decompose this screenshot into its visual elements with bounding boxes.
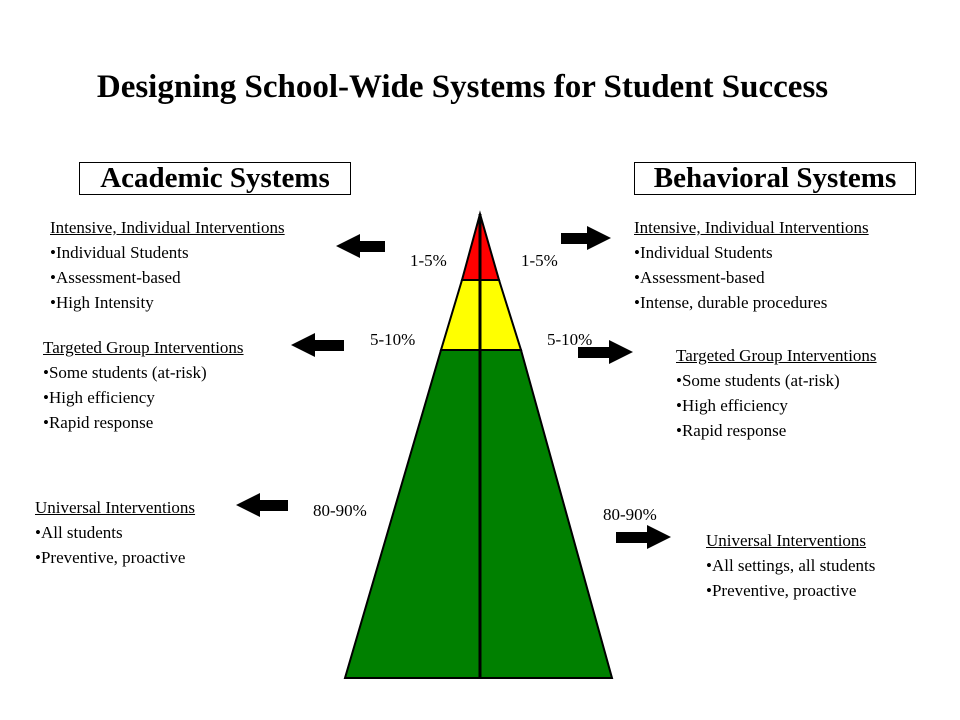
list-item: Intense, durable procedures <box>634 290 869 315</box>
arrow-right-universal-icon <box>616 525 671 549</box>
list-item: Some students (at-risk) <box>43 360 244 385</box>
pct-left-intensive: 1-5% <box>410 251 447 270</box>
pct-right-targeted: 5-10% <box>547 330 593 349</box>
list-item: Some students (at-risk) <box>676 368 877 393</box>
list-item: High efficiency <box>43 385 244 410</box>
academic-universal-heading: Universal Interventions <box>35 498 196 517</box>
arrow-right-targeted-icon <box>578 340 633 364</box>
arrow-left-universal-icon <box>236 493 288 517</box>
pct-left-targeted: 5-10% <box>370 330 416 349</box>
list-item: Preventive, proactive <box>35 545 195 570</box>
list-item: Individual Students <box>50 240 285 265</box>
list-item: Rapid response <box>676 418 877 443</box>
list-item: Assessment-based <box>50 265 285 290</box>
list-item: All students <box>35 520 195 545</box>
pct-left-universal: 80-90% <box>313 501 367 520</box>
behavioral-systems-header: Behavioral Systems <box>634 162 916 195</box>
behavioral-intensive-heading: Intensive, Individual Interventions <box>634 218 869 237</box>
behavioral-targeted-heading: Targeted Group Interventions <box>676 346 877 365</box>
behavioral-targeted-block: Targeted Group Interventions Some studen… <box>676 343 877 443</box>
list-item: High efficiency <box>676 393 877 418</box>
behavioral-intensive-block: Intensive, Individual Interventions Indi… <box>634 215 869 315</box>
academic-targeted-block: Targeted Group Interventions Some studen… <box>43 335 244 435</box>
list-item: Assessment-based <box>634 265 869 290</box>
academic-universal-block: Universal Interventions All students Pre… <box>35 495 195 570</box>
academic-intensive-heading: Intensive, Individual Interventions <box>50 218 285 237</box>
list-item: High Intensity <box>50 290 285 315</box>
list-item: All settings, all students <box>706 553 875 578</box>
behavioral-universal-block: Universal Interventions All settings, al… <box>706 528 875 603</box>
page-title: Designing School-Wide Systems for Studen… <box>96 69 829 105</box>
list-item: Preventive, proactive <box>706 578 875 603</box>
list-item: Rapid response <box>43 410 244 435</box>
academic-intensive-block: Intensive, Individual Interventions Indi… <box>50 215 285 315</box>
list-item: Individual Students <box>634 240 869 265</box>
arrow-left-intensive-icon <box>336 234 385 258</box>
behavioral-universal-heading: Universal Interventions <box>706 531 867 550</box>
pct-right-intensive: 1-5% <box>521 251 558 270</box>
academic-systems-header: Academic Systems <box>79 162 351 195</box>
academic-targeted-heading: Targeted Group Interventions <box>43 338 244 357</box>
arrow-right-intensive-icon <box>561 226 611 250</box>
pct-right-universal: 80-90% <box>603 505 657 524</box>
arrow-left-targeted-icon <box>291 333 344 357</box>
